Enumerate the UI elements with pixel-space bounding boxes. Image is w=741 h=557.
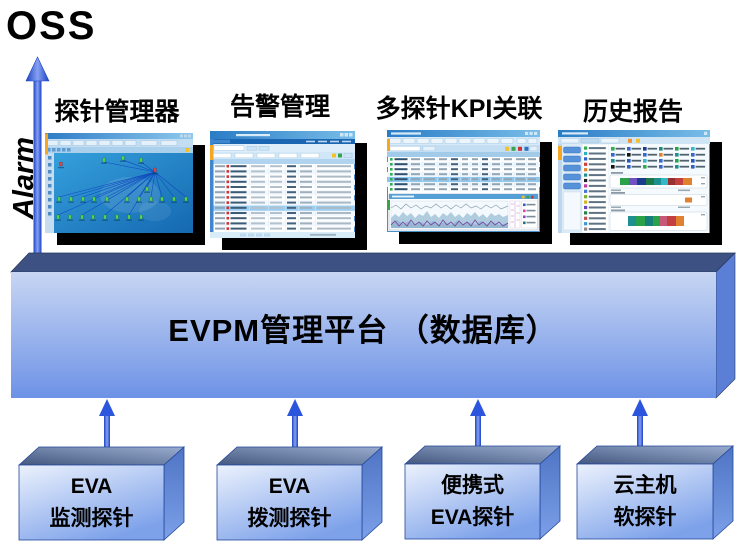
probe-box-line2: 拨测探针 bbox=[247, 506, 332, 530]
probe-box-label-eva-dial-test: EVA 拨测探针 bbox=[217, 465, 362, 540]
probe-box-label-portable-eva: 便携式 EVA探针 bbox=[405, 464, 540, 539]
probe-box-line1: 云主机 bbox=[613, 474, 677, 497]
thumbnail-kpi-correlation bbox=[387, 130, 540, 232]
report-nav-buttons bbox=[563, 146, 581, 190]
alarm-label: Alarm bbox=[8, 136, 40, 220]
report-bar-section-2 bbox=[609, 192, 708, 208]
oss-up-arrow-icon bbox=[25, 56, 50, 263]
probe-box-line1: EVA bbox=[70, 475, 113, 498]
thumbnail-probe-manager-topology bbox=[45, 133, 193, 233]
probe-box-line2: 软探针 bbox=[613, 505, 677, 529]
kpi-trend-chart-panel bbox=[388, 193, 539, 231]
probe-box-2 bbox=[215, 446, 384, 541]
probe-box-4 bbox=[575, 445, 735, 540]
probe-box-line1: 便携式 bbox=[441, 474, 504, 497]
probe-up-arrow-icons bbox=[99, 399, 648, 463]
probe-box-line2: 监测探针 bbox=[49, 506, 134, 530]
alarm-table-rows bbox=[210, 164, 355, 230]
orange-side-tab bbox=[210, 145, 214, 160]
kpi-table-rows bbox=[387, 158, 540, 191]
orange-side-tab bbox=[558, 146, 562, 160]
topology-red-nodes bbox=[58, 161, 158, 175]
green-side-tab bbox=[387, 200, 390, 210]
probe-box-line1: EVA bbox=[268, 475, 311, 498]
thumbnail-alarm-management-table bbox=[210, 131, 355, 238]
probe-box-line2: EVA探针 bbox=[430, 505, 515, 529]
report-bar-section-1 bbox=[609, 172, 708, 192]
probe-arrow-3 bbox=[470, 399, 486, 463]
module-label-multi-probe-kpi: 多探针KPI关联 bbox=[375, 95, 543, 123]
chart-legend bbox=[521, 200, 538, 229]
platform-label: EVPM管理平台 （数据库） bbox=[168, 312, 558, 348]
probe-arrow-1 bbox=[99, 399, 115, 463]
report-item-list bbox=[584, 146, 606, 231]
highlighted-row bbox=[210, 205, 355, 211]
topology-links bbox=[57, 159, 187, 216]
probe-arrow-4 bbox=[632, 399, 648, 463]
module-label-probe-manager: 探针管理器 bbox=[54, 98, 180, 126]
platform-3d bbox=[10, 252, 736, 399]
probe-box-1 bbox=[17, 446, 186, 541]
thumbnail-history-report bbox=[558, 130, 710, 233]
probe-arrow-2 bbox=[287, 399, 303, 463]
module-label-alarm-management: 告警管理 bbox=[229, 93, 330, 121]
orange-side-tab bbox=[45, 133, 48, 155]
probe-box-shapes bbox=[17, 445, 735, 541]
report-legend-grid bbox=[611, 147, 706, 169]
report-bar-section-3 bbox=[609, 209, 708, 231]
oss-label: OSS bbox=[6, 4, 97, 48]
probe-box-label-cloud-host-soft: 云主机 软探针 bbox=[577, 464, 713, 539]
module-label-history-report: 历史报告 bbox=[582, 98, 683, 126]
orange-side-tab bbox=[387, 139, 390, 151]
probe-box-3 bbox=[403, 445, 562, 540]
probe-box-label-eva-monitor: EVA 监测探针 bbox=[19, 465, 164, 540]
